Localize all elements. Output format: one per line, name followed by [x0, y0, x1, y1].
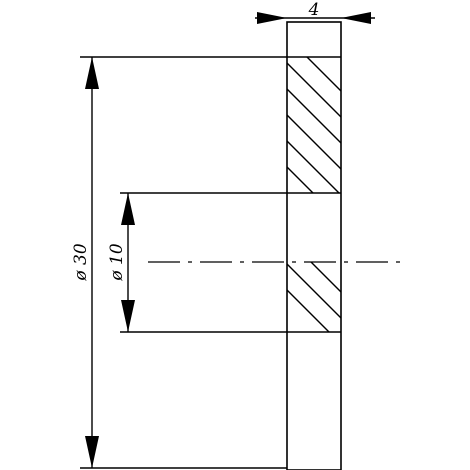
inner-diameter-dimension: ø 10	[107, 193, 135, 332]
outer-diameter-dimension: ø 30	[71, 57, 99, 468]
plate-outline	[286, 21, 342, 470]
arrow-up-icon	[121, 193, 135, 225]
hatching-lower	[287, 262, 341, 332]
arrow-down-icon	[85, 436, 99, 468]
arrow-right-icon	[257, 12, 287, 24]
thickness-dimension: 4	[255, 0, 375, 24]
hatching-upper	[287, 57, 341, 193]
arrow-left-icon	[341, 12, 371, 24]
inner-diameter-label: ø 10	[107, 243, 127, 281]
arrow-down-icon	[121, 300, 135, 332]
arrow-up-icon	[85, 57, 99, 89]
outer-diameter-label: ø 30	[71, 243, 91, 281]
thickness-label: 4	[308, 0, 320, 20]
